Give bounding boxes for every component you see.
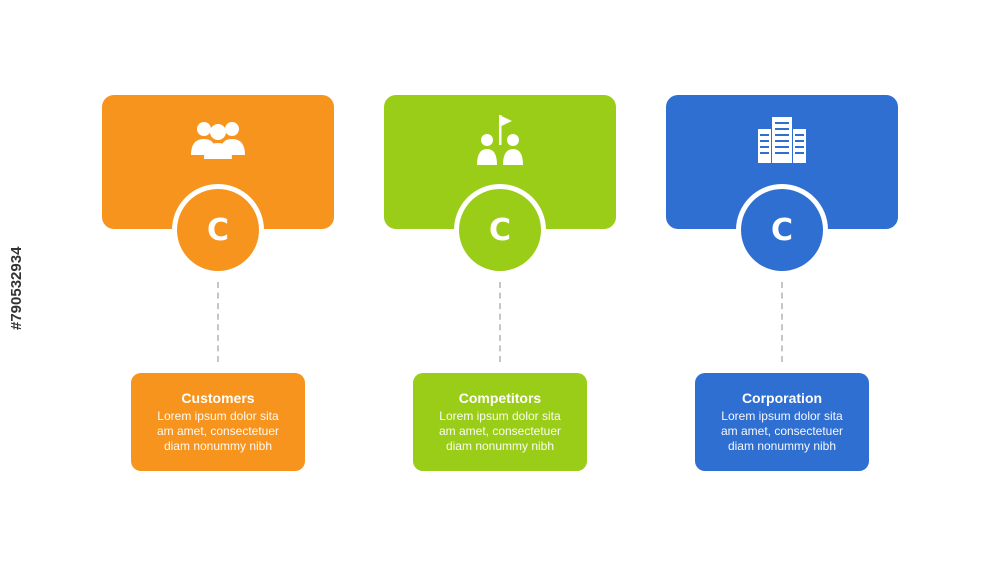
competitors-connector — [499, 282, 501, 362]
competition-flag-icon — [470, 115, 530, 165]
building-icon — [752, 115, 812, 165]
description-line: Lorem ipsum dolor sita — [157, 409, 279, 423]
customers-connector — [217, 282, 219, 362]
corporation-description: Lorem ipsum dolor sita am amet, consecte… — [695, 409, 869, 454]
people-group-icon — [188, 115, 248, 165]
competitors-badge: C — [454, 184, 546, 276]
description-line: am amet, consectetuer — [156, 424, 280, 438]
stock-id-watermark: #790532934 — [8, 246, 25, 330]
description-line: am amet, consectetuer — [720, 424, 844, 438]
competitors-badge-letter: C — [459, 189, 541, 271]
corporation-title: Corporation — [741, 390, 823, 406]
competitors-title: Competitors — [458, 390, 542, 406]
description-line: diam nonummy nibh — [727, 439, 837, 453]
customers-badge-letter: C — [177, 189, 259, 271]
description-line: diam nonummy nibh — [445, 439, 555, 453]
description-line: am amet, consectetuer — [438, 424, 562, 438]
corporation-connector — [781, 282, 783, 362]
competitors-card: Competitors Lorem ipsum dolor sita am am… — [413, 373, 587, 471]
competitors-description: Lorem ipsum dolor sita am amet, consecte… — [413, 409, 587, 454]
column-competitors: C Competitors Lorem ipsum dolor sita am … — [384, 0, 616, 563]
description-line: Lorem ipsum dolor sita — [439, 409, 561, 423]
customers-card: Customers Lorem ipsum dolor sita am amet… — [131, 373, 305, 471]
column-customers: C Customers Lorem ipsum dolor sita am am… — [102, 0, 334, 563]
corporation-badge: C — [736, 184, 828, 276]
description-line: diam nonummy nibh — [163, 439, 273, 453]
corporation-card: Corporation Lorem ipsum dolor sita am am… — [695, 373, 869, 471]
customers-description: Lorem ipsum dolor sita am amet, consecte… — [131, 409, 305, 454]
description-line: Lorem ipsum dolor sita — [721, 409, 843, 423]
customers-title: Customers — [181, 390, 255, 406]
column-corporation: C Corporation Lorem ipsum dolor sita am … — [666, 0, 898, 563]
customers-badge: C — [172, 184, 264, 276]
corporation-badge-letter: C — [741, 189, 823, 271]
